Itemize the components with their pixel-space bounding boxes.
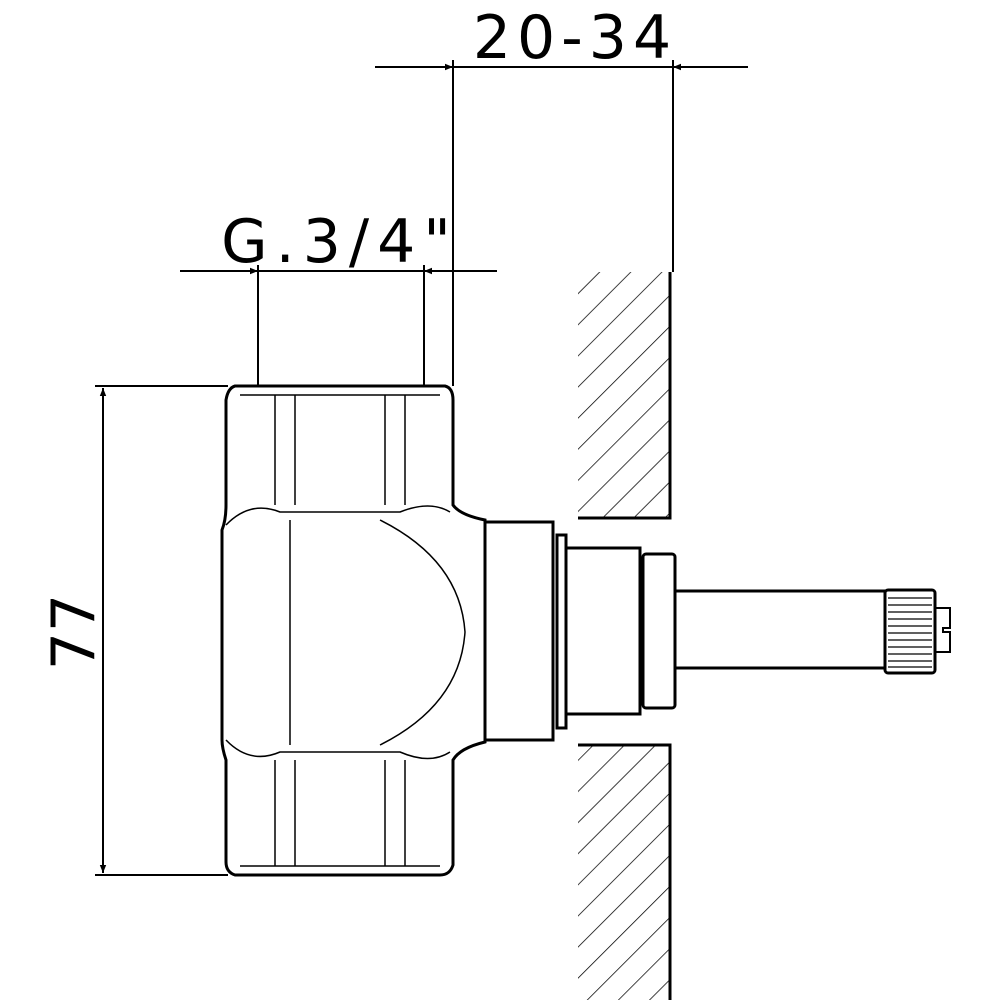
dimension-label-height: 77 <box>39 594 109 670</box>
dimension-height: 77 <box>39 385 228 876</box>
dimension-wall-depth: 20-34 <box>375 3 748 386</box>
dimension-label-wall-depth: 20-34 <box>473 3 677 73</box>
valve-body <box>220 384 951 877</box>
wall-upper <box>578 272 672 520</box>
dimension-label-thread: G.3/4" <box>221 207 459 277</box>
wall-lower <box>578 743 672 1000</box>
dimension-thread: G.3/4" <box>180 207 497 386</box>
